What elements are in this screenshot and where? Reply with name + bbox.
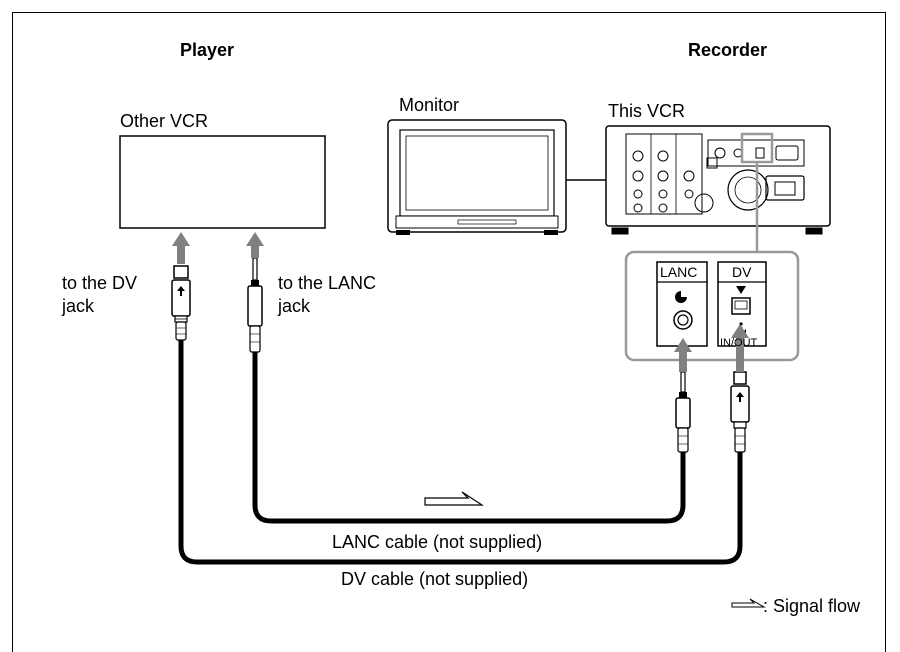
dv-triangle-icon [736,286,746,294]
to-lanc-jack-label-line1: to the LANC [278,273,377,293]
jack-detail-panel [624,250,800,362]
this-vcr-icon [605,125,831,235]
dv-cable [178,340,743,565]
to-dv-jack-label-line2: jack [62,296,95,316]
legend-arrow-icon [731,598,766,608]
connection-diagram [119,119,831,608]
monitor-label: Monitor [399,95,460,115]
to-dv-jack-label-line1: to the DV [62,273,138,293]
player-heading: Player [180,40,235,60]
legend-label: : Signal flow [763,596,861,616]
left-dv-plug-icon [171,265,191,341]
right-lanc-plug-icon [675,371,691,453]
arrow-up-icon [246,232,264,258]
recorder-heading: Recorder [688,40,768,60]
monitor-icon [387,119,567,235]
panel-in-out-label: IN/OUT [720,337,758,349]
other-vcr-box [119,135,326,229]
lanc-symbol-icon [675,290,688,303]
arrow-up-icon [731,324,749,372]
arrow-up-icon [172,232,190,264]
panel-dv-label: DV [732,264,752,280]
other-vcr-label: Other VCR [120,111,209,131]
right-dv-plug-icon [730,371,750,453]
this-vcr-label: This VCR [608,101,686,121]
to-lanc-jack-label-line2: jack [278,296,311,316]
dv-cable-label: DV cable (not supplied) [341,569,529,589]
figure-frame [12,12,886,652]
lanc-cable-label: LANC cable (not supplied) [332,532,543,552]
lanc-cable [252,352,686,524]
arrow-up-icon [674,338,692,372]
signal-flow-arrow-icon [424,491,485,506]
panel-lanc-label: LANC [660,264,698,280]
left-lanc-plug-icon [247,257,263,353]
